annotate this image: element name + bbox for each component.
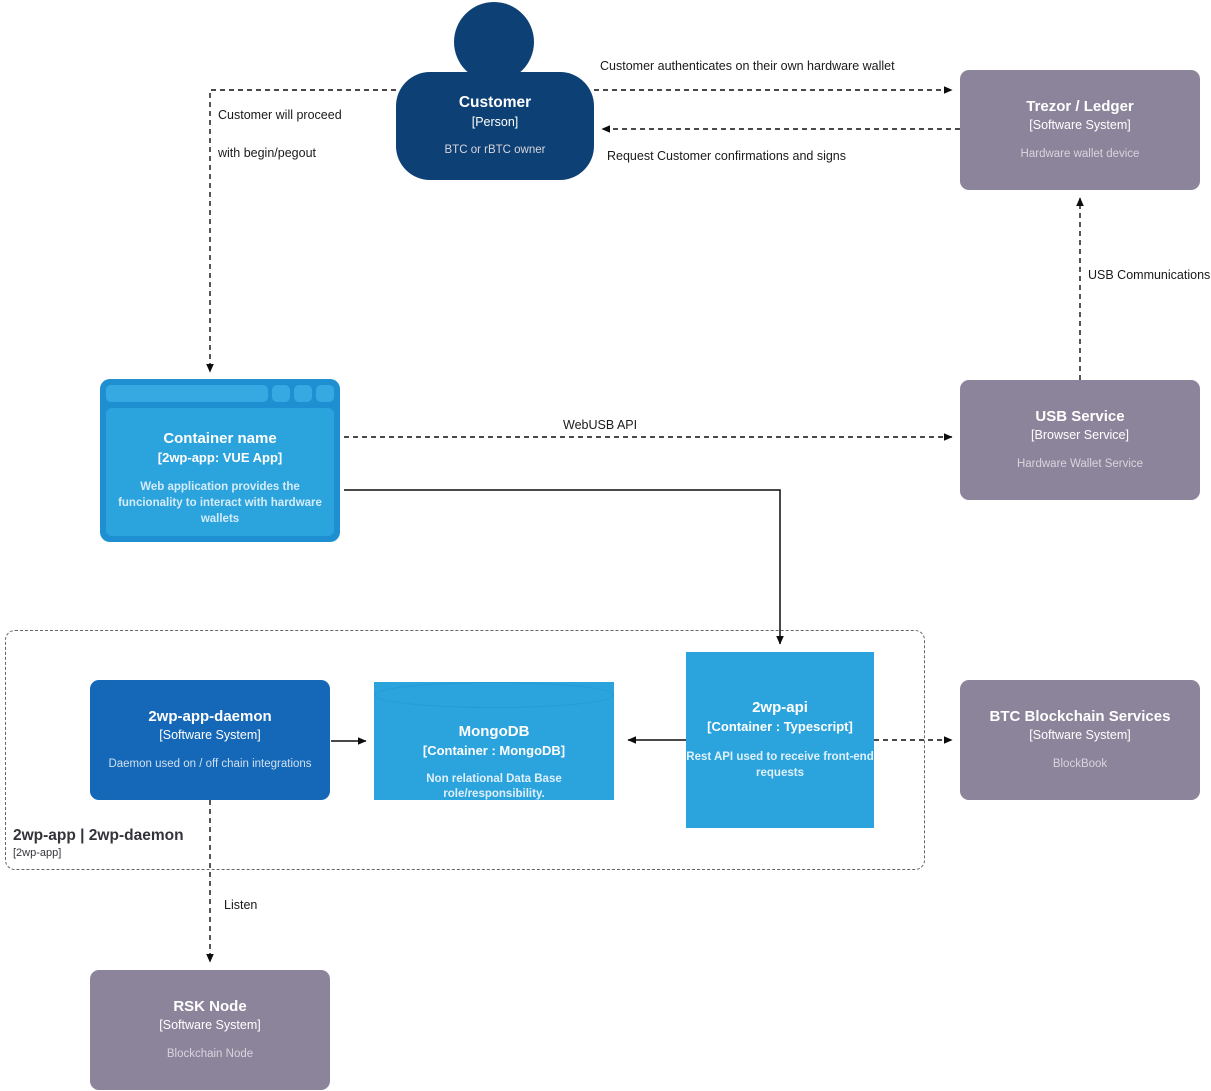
mongodb-tech: [Container : MongoDB] xyxy=(422,742,566,758)
cylinder-top xyxy=(374,682,614,708)
api-tech: [Container : Typescript] xyxy=(707,718,853,734)
rsk-node-title: RSK Node xyxy=(173,997,247,1015)
edge-label-usb-communications: USB Communications xyxy=(1088,268,1211,282)
vue-app-title: Container name xyxy=(163,430,277,447)
trezor-ledger-title: Trezor / Ledger xyxy=(1026,97,1134,115)
browser-minimize-icon[interactable] xyxy=(272,385,290,402)
node-customer[interactable]: Customer [Person] BTC or rBTC owner xyxy=(396,0,594,180)
node-2wp-api[interactable]: 2wp-api [Container : Typescript] Rest AP… xyxy=(686,652,874,828)
vue-app-tech: [2wp-app: VUE App] xyxy=(157,449,283,465)
person-body: Customer [Person] BTC or rBTC owner xyxy=(396,72,594,180)
browser-viewport: Container name [2wp-app: VUE App] Web ap… xyxy=(106,408,334,536)
mongodb-text: MongoDB [Container : MongoDB] Non relati… xyxy=(374,708,614,800)
node-btc-blockchain-services[interactable]: BTC Blockchain Services [Software System… xyxy=(960,680,1200,800)
browser-maximize-icon[interactable] xyxy=(294,385,312,402)
daemon-title: 2wp-app-daemon xyxy=(148,707,272,725)
rsk-node-tech: [Software System] xyxy=(159,1018,261,1033)
api-title: 2wp-api xyxy=(752,699,808,717)
edge-label-customer-will-proceed: Customer will proceed with begin/pegout xyxy=(218,106,342,162)
boundary-label: 2wp-app | 2wp-daemon [2wp-app] xyxy=(13,826,184,859)
daemon-desc: Daemon used on / off chain integrations xyxy=(108,757,312,770)
usb-service-tech: [Browser Service] xyxy=(1031,428,1129,443)
node-vue-app[interactable]: Container name [2wp-app: VUE App] Web ap… xyxy=(100,379,340,542)
edge-vueapp-to-api xyxy=(344,489,784,645)
browser-address-bar[interactable] xyxy=(106,385,268,402)
api-desc: Rest API used to receive front-end reque… xyxy=(686,750,874,779)
node-rsk-node[interactable]: RSK Node [Software System] Blockchain No… xyxy=(90,970,330,1090)
edge-label-webusb-api: WebUSB API xyxy=(563,418,638,432)
customer-tech: [Person] xyxy=(471,114,519,129)
node-usb-service[interactable]: USB Service [Browser Service] Hardware W… xyxy=(960,380,1200,500)
rsk-node-desc: Blockchain Node xyxy=(166,1047,254,1060)
mongodb-title: MongoDB xyxy=(458,723,530,740)
boundary-title: 2wp-app | 2wp-daemon xyxy=(13,827,184,844)
btc-services-tech: [Software System] xyxy=(1029,728,1131,743)
boundary-tech: [2wp-app] xyxy=(13,847,62,860)
edge-label-customer-authenticates: Customer authenticates on their own hard… xyxy=(600,59,895,73)
cylinder-body xyxy=(374,695,614,787)
usb-service-title: USB Service xyxy=(1035,407,1125,425)
trezor-ledger-tech: [Software System] xyxy=(1029,118,1131,133)
person-head-icon xyxy=(454,2,534,82)
node-2wp-app-daemon[interactable]: 2wp-app-daemon [Software System] Daemon … xyxy=(90,680,330,800)
browser-titlebar xyxy=(106,385,334,402)
edge-label-line-1: Customer will proceed xyxy=(218,108,342,122)
browser-close-icon[interactable] xyxy=(316,385,334,402)
mongodb-desc: Non relational Data Base role/responsibi… xyxy=(426,772,562,801)
daemon-tech: [Software System] xyxy=(159,728,261,743)
node-trezor-ledger[interactable]: Trezor / Ledger [Software System] Hardwa… xyxy=(960,70,1200,190)
node-mongodb[interactable]: MongoDB [Container : MongoDB] Non relati… xyxy=(374,682,614,800)
btc-services-desc: BlockBook xyxy=(1052,757,1108,770)
cylinder-bottom xyxy=(374,774,614,800)
vue-app-desc: Web application provides the funcionalit… xyxy=(118,480,322,525)
edge-label-request-confirmations: Request Customer confirmations and signs xyxy=(607,149,847,163)
edge-label-listen: Listen xyxy=(224,898,258,912)
usb-service-desc: Hardware Wallet Service xyxy=(1016,457,1144,470)
api-text: 2wp-api [Container : Typescript] Rest AP… xyxy=(678,652,882,828)
edge-label-line-2: with begin/pegout xyxy=(218,146,316,161)
customer-title: Customer xyxy=(458,94,532,112)
customer-desc: BTC or rBTC owner xyxy=(444,144,546,157)
trezor-ledger-desc: Hardware wallet device xyxy=(1020,147,1140,160)
btc-services-title: BTC Blockchain Services xyxy=(989,707,1171,725)
